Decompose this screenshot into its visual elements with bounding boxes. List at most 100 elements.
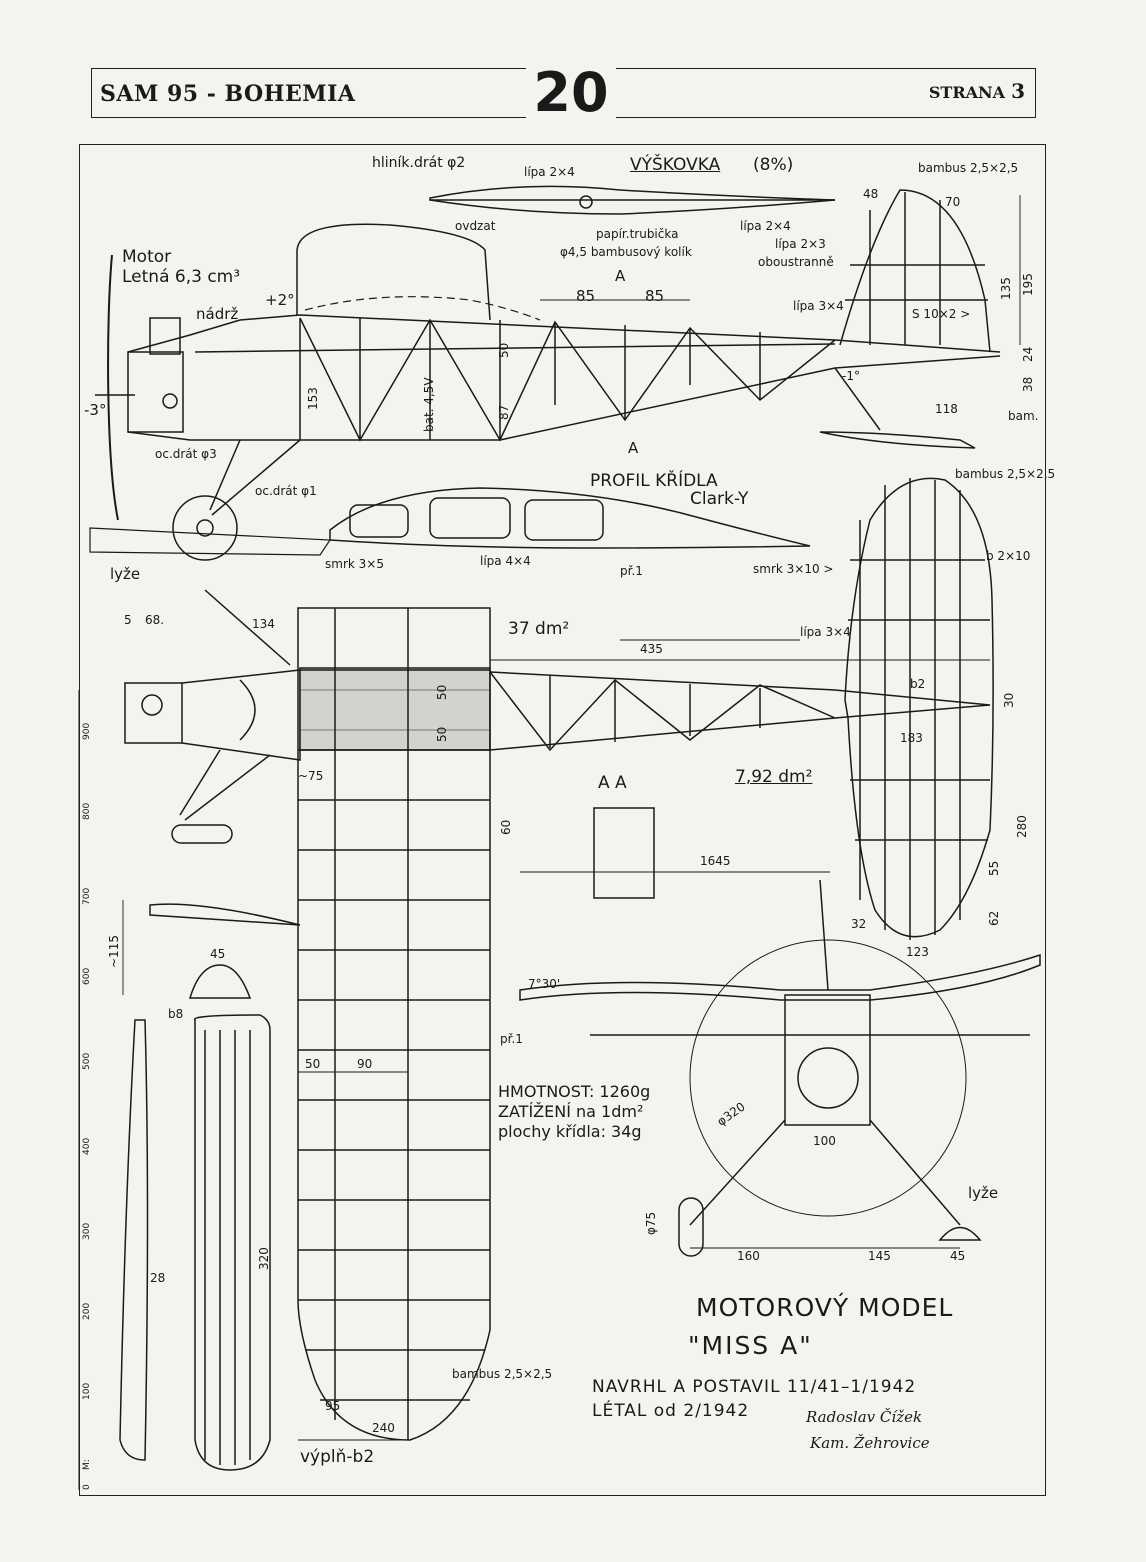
label-s10x2: S 10×2 > [912,307,971,321]
wing-tip-side [149,903,301,926]
spec-loading-2: plochy křídla: 34g [498,1122,642,1141]
label-lipa-2x3: lípa 2×3 [775,237,826,251]
dim-90: 90 [357,1057,373,1071]
dim-68: 68. [145,613,165,627]
ruler-900: 900 [82,722,92,740]
label-lipa-4x4: lípa 4×4 [480,554,531,568]
dim-70: 70 [945,195,961,209]
spec-loading-1: ZATÍŽENÍ na 1dm² [498,1102,644,1121]
dim-118: 118 [935,402,958,416]
label-rib-1a: př.1 [620,564,643,578]
dim-195: 195 [1021,273,1035,296]
label-b2: b2 [910,677,926,691]
dim-115: ~115 [107,935,121,968]
dim-1645: 1645 [700,854,731,868]
dim-38: 38 [1021,376,1035,392]
front-view [519,879,1041,1257]
dim-5: 5 [124,613,132,627]
label-lipa-2x4b: lípa 2×4 [740,219,791,233]
page-indicator: STRANA 3 [929,79,1025,103]
label-bamboo-3: bambus 2,5×2,5 [452,1367,553,1381]
dim-85b: 85 [645,287,665,305]
title-line-1: MOTOROVÝ MODEL [696,1293,954,1322]
label-angle-minus3: -3° [84,401,107,419]
side-view-fuselage [89,189,1001,561]
label-paper-tube: papír.trubička [596,227,679,241]
title-line-4: LÉTAL od 2/1942 [592,1401,750,1421]
label-stab-pct: (8%) [753,155,794,175]
dim-45a: 45 [210,947,226,961]
label-stab-title: VÝŠKOVKA [630,155,721,175]
dim-100: 100 [813,1134,836,1148]
label-battery: bat. 4,5V [422,377,436,432]
label-ski-1: lyže [110,565,141,583]
label-ski-2: lyže [968,1184,999,1202]
dim-160: 160 [737,1249,760,1263]
dim-50a: 50 [497,342,511,358]
page-label: STRANA [928,83,1006,102]
label-filler: výplň-b2 [300,1447,375,1467]
page-number: 3 [1011,79,1025,103]
spec-mass: HMOTNOST: 1260g [498,1082,651,1101]
ruler-800: 800 [82,802,92,820]
dim-48: 48 [863,187,879,201]
label-steel-wire-1: oc.drát φ1 [255,484,317,498]
label-spruce-3x5: smrk 3×5 [325,557,384,571]
dim-75: ~75 [298,769,324,783]
dim-123: 123 [906,945,929,959]
dim-153: 153 [306,387,320,410]
label-angle-minus1: -1° [842,369,860,383]
label-stab-area: 7,92 dm² [735,767,813,787]
label-angle-plus2: +2° [265,291,295,309]
label-lipa-3x4a: lípa 3×4 [793,299,844,313]
section-aa-box [593,807,655,899]
label-wing-profile: PROFIL KŘÍDLA [590,471,718,491]
dim-320: 320 [257,1247,271,1270]
dim-87: 87 [497,404,511,420]
ruler-300: 300 [82,1222,92,1240]
label-bamboo-1: bambus 2,5×2,5 [918,161,1019,175]
label-rib-1b: př.1 [500,1032,523,1046]
label-spruce-3x10: smrk 3×10 > [753,562,834,576]
label-motor-type: Letná 6,3 cm³ [122,267,241,287]
ruler-100: 100 [82,1382,92,1400]
label-bamboo-peg: φ4,5 bambusový kolík [560,245,692,259]
label-both-sides: oboustranně [758,255,834,269]
label-wire-alu: hliník.drát φ2 [372,155,466,171]
magazine-title: SAM 95 - BOHEMIA [100,81,356,107]
ruler-400: 400 [82,1137,92,1155]
title-line-3: NAVRHL A POSTAVIL 11/41–1/1942 [592,1377,917,1397]
dim-183: 183 [900,731,923,745]
ruler-500: 500 [82,1052,92,1070]
dim-135: 135 [999,277,1013,300]
label-b2x10: b 2×10 [986,549,1031,563]
label-section-a-bot: A [628,439,639,457]
ruler-200: 200 [82,1302,92,1320]
dim-95: 95 [325,1399,341,1413]
dim-28: 28 [150,1271,166,1285]
label-wheel-dia: φ75 [644,1211,658,1235]
label-ovdzat: ovdzat [455,219,496,233]
dim-50c: 50 [435,726,449,742]
fuselage-side-part [119,964,271,1471]
dim-145: 145 [868,1249,891,1263]
ruler-600: 600 [82,967,92,985]
ruler-700: 700 [82,887,92,905]
dim-50b: 50 [435,684,449,700]
dim-32: 32 [851,917,867,931]
label-lipa-2x4a: lípa 2×4 [524,165,575,179]
label-bam: bam. [1008,409,1039,423]
ruler-0: 0 [82,1484,92,1490]
label-motor: Motor [122,247,172,267]
signature: Radoslav Čížek [806,1408,923,1426]
label-steel-wire-3: oc.drát φ3 [155,447,217,461]
dim-45b: 45 [950,1249,966,1263]
dim-280: 280 [1015,815,1029,838]
wing-planform [297,607,491,1441]
label-b8: b8 [168,1007,184,1021]
dim-62: 62 [987,910,1001,926]
ruler-m: M: [82,1459,92,1470]
dimension-lines [122,195,1021,1441]
